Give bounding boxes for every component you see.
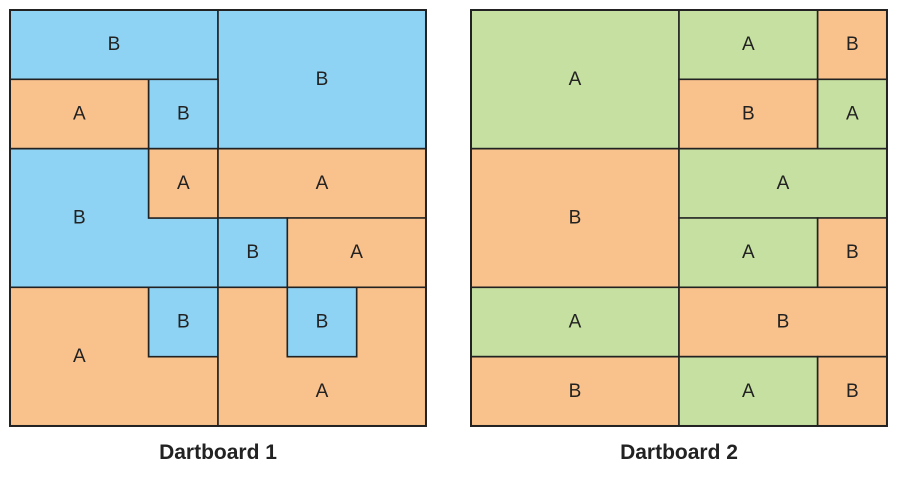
board-2-region-4-label: B xyxy=(742,104,755,125)
dartboard-1-grid: B B A B B A A B A A B A B xyxy=(9,9,427,427)
board-1-region-11-label: B xyxy=(177,311,190,332)
board-1-outline xyxy=(9,9,427,427)
board-2-region-3-label: B xyxy=(846,34,859,55)
board-1-region-5-label: B xyxy=(73,207,86,228)
board-1-region-10-label: A xyxy=(73,346,86,367)
dartboard-2-caption: Dartboard 2 xyxy=(620,441,738,464)
board-1-region-2-label: B xyxy=(316,69,329,90)
board-1-region-6-label: A xyxy=(177,173,190,194)
board-1-region-8-label: B xyxy=(246,242,259,263)
board-1-region-13-label: B xyxy=(316,311,329,332)
board-2-outline xyxy=(470,9,888,427)
board-2-region-8-label: A xyxy=(742,242,755,263)
board-1-region-9-label: A xyxy=(350,242,363,263)
dartboard-1: B B A B B A A B A A B A B xyxy=(9,9,427,427)
board-2-region-2-label: A xyxy=(742,34,755,55)
board-2-region-12-label: B xyxy=(569,381,582,402)
board-2-region-10-label: A xyxy=(569,311,582,332)
board-2-region-5-label: A xyxy=(846,104,859,125)
board-2-region-13-label: A xyxy=(742,381,755,402)
board-1-region-1-label: B xyxy=(108,34,121,55)
board-1-region-4-label: B xyxy=(177,104,190,125)
dartboard-1-caption: Dartboard 1 xyxy=(159,441,277,464)
board-2-region-11-label: B xyxy=(777,311,790,332)
board-2-region-1-label: A xyxy=(569,69,582,90)
board-2-region-9-label: B xyxy=(846,242,859,263)
board-1-region-7-label: A xyxy=(316,173,329,194)
dartboard-2: A A B B A B A A B A B B A B xyxy=(470,9,888,427)
board-1-region-12-label: A xyxy=(316,381,329,402)
board-1-region-13 xyxy=(286,286,358,358)
board-1-region-3-label: A xyxy=(73,104,86,125)
board-2-region-7-label: A xyxy=(777,173,790,194)
board-2-region-14-label: B xyxy=(846,381,859,402)
dartboard-2-grid: A A B B A B A A B A B B A B xyxy=(470,9,888,427)
board-2-region-6-label: B xyxy=(569,207,582,228)
